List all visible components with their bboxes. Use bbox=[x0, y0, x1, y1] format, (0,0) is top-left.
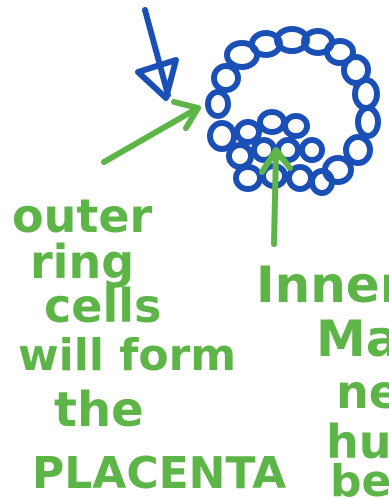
inner-mass-label: Inner Ma ne hu be bbox=[256, 256, 389, 499]
inner-label-line-5: be bbox=[330, 456, 389, 499]
outer-label-line-4: will form bbox=[18, 330, 236, 381]
outer-label-line-6: PLACENTA bbox=[32, 448, 286, 499]
blue-arrow-head bbox=[135, 57, 179, 101]
outer-label-line-2: ring bbox=[30, 235, 134, 289]
inner-label-line-3: ne bbox=[336, 365, 389, 419]
inner-label-line-4: hu bbox=[326, 415, 389, 469]
blue-arrow bbox=[135, 7, 179, 101]
outer-label-line-3: cells bbox=[44, 279, 161, 333]
outer-label-line-5: the bbox=[54, 382, 144, 438]
outer-ring-cells bbox=[205, 26, 381, 185]
inner-label-line-2: Ma bbox=[316, 310, 389, 368]
green-arrow-outer bbox=[101, 99, 201, 165]
inner-label-line-1: Inner bbox=[256, 256, 389, 314]
outer-label-line-1: outer bbox=[12, 189, 153, 243]
green-arrow-inner bbox=[259, 147, 293, 247]
outer-ring-label: outer ring cells will form the PLACENTA bbox=[12, 189, 286, 499]
blue-arrow-shaft bbox=[142, 7, 171, 98]
